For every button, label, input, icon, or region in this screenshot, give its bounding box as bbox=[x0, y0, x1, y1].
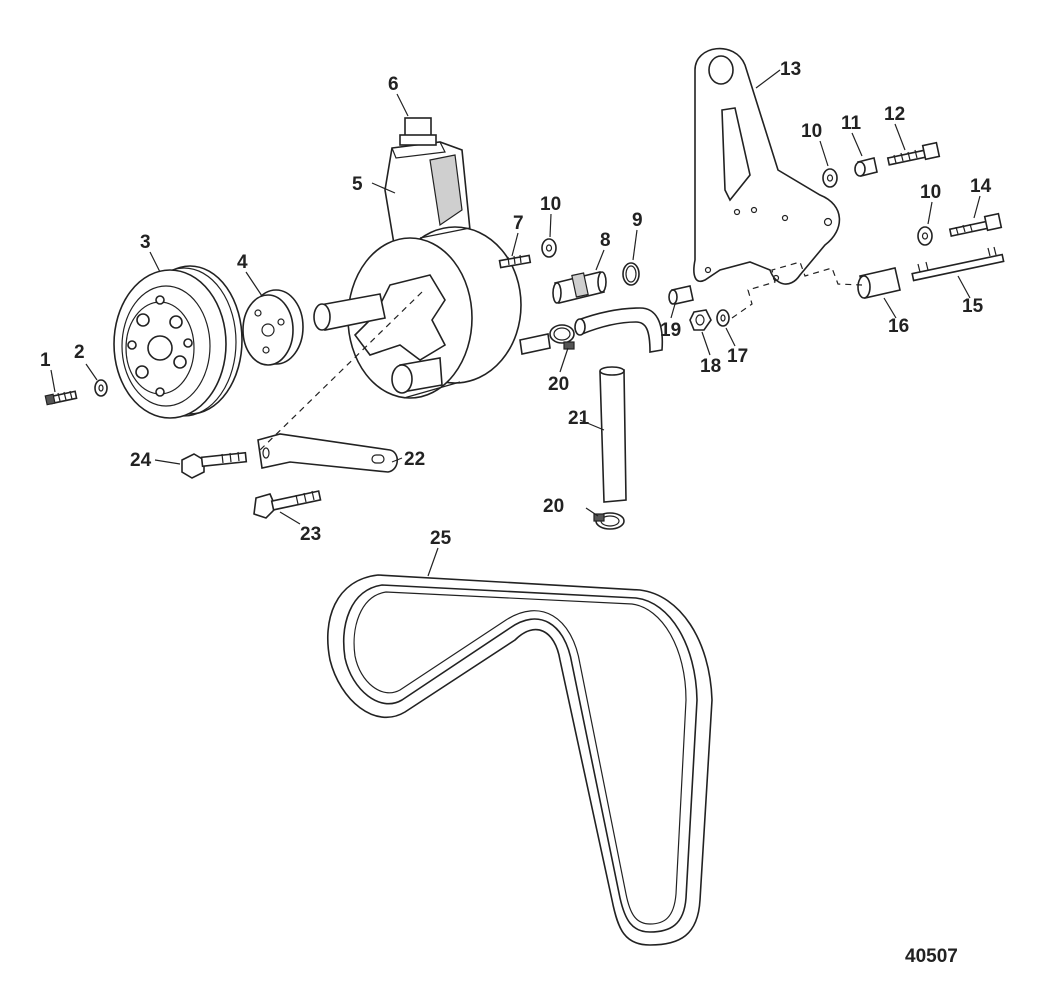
callout-2: 2 bbox=[74, 342, 85, 363]
leader-lines bbox=[50, 69, 981, 577]
part-20-clamp bbox=[549, 324, 625, 530]
part-22-brace bbox=[257, 433, 399, 473]
hose-elbow bbox=[574, 307, 664, 353]
part-21-hose bbox=[599, 366, 627, 503]
callout-7: 7 bbox=[513, 213, 524, 234]
part-15-stud bbox=[911, 246, 1005, 282]
part-3-pulley bbox=[113, 265, 243, 419]
callout-3: 3 bbox=[140, 232, 151, 253]
part-13-bracket bbox=[693, 47, 841, 285]
callout-10a: 10 bbox=[540, 194, 561, 215]
part-24-bolt bbox=[181, 451, 248, 479]
callout-14: 14 bbox=[970, 176, 992, 197]
part-6-cap bbox=[399, 117, 437, 146]
centerlines bbox=[257, 261, 863, 453]
part-17-washer bbox=[716, 309, 730, 327]
callout-13: 13 bbox=[780, 59, 801, 80]
callout-23: 23 bbox=[300, 524, 321, 545]
callout-4: 4 bbox=[237, 252, 248, 273]
part-25-drive-belt bbox=[326, 574, 713, 946]
callout-25: 25 bbox=[430, 528, 452, 549]
callout-19: 19 bbox=[660, 320, 681, 341]
part-18-nut bbox=[689, 309, 712, 331]
callout-17: 17 bbox=[727, 346, 748, 367]
callout-5: 5 bbox=[352, 174, 363, 195]
part-8-fitting bbox=[552, 271, 607, 304]
callout-18: 18 bbox=[700, 356, 721, 377]
callout-10b: 10 bbox=[801, 121, 822, 142]
part-23-bolt bbox=[253, 490, 322, 519]
part-12-bolt bbox=[886, 141, 941, 166]
part-2-washer bbox=[94, 379, 108, 397]
callout-15: 15 bbox=[962, 296, 984, 317]
part-7-stud bbox=[498, 254, 532, 269]
part-11-spacer bbox=[854, 157, 878, 177]
callout-24: 24 bbox=[130, 450, 152, 471]
callout-12: 12 bbox=[884, 104, 905, 125]
figure-number: 40507 bbox=[905, 946, 958, 967]
callout-11: 11 bbox=[841, 113, 862, 134]
part-16-spacer bbox=[857, 267, 901, 299]
callout-21: 21 bbox=[568, 408, 590, 429]
callout-6: 6 bbox=[388, 74, 399, 95]
callout-1: 1 bbox=[40, 350, 51, 371]
callout-labels: 1 2 3 4 5 6 7 8 9 10 10 10 11 12 13 14 1… bbox=[40, 59, 992, 549]
part-5-power-steering-pump bbox=[313, 141, 551, 399]
callout-20a: 20 bbox=[548, 374, 569, 395]
callout-10c: 10 bbox=[920, 182, 941, 203]
callout-8: 8 bbox=[600, 230, 611, 251]
part-4-hub bbox=[242, 289, 304, 366]
part-9-o-ring bbox=[622, 262, 640, 286]
part-14-bolt bbox=[948, 212, 1003, 238]
callout-20b: 20 bbox=[543, 496, 564, 517]
part-19-spacer bbox=[668, 285, 694, 305]
callout-16: 16 bbox=[888, 316, 909, 337]
callout-22: 22 bbox=[404, 449, 425, 470]
part-1-screw bbox=[44, 390, 78, 406]
callout-9: 9 bbox=[632, 210, 643, 231]
part-10-washer bbox=[541, 168, 933, 258]
